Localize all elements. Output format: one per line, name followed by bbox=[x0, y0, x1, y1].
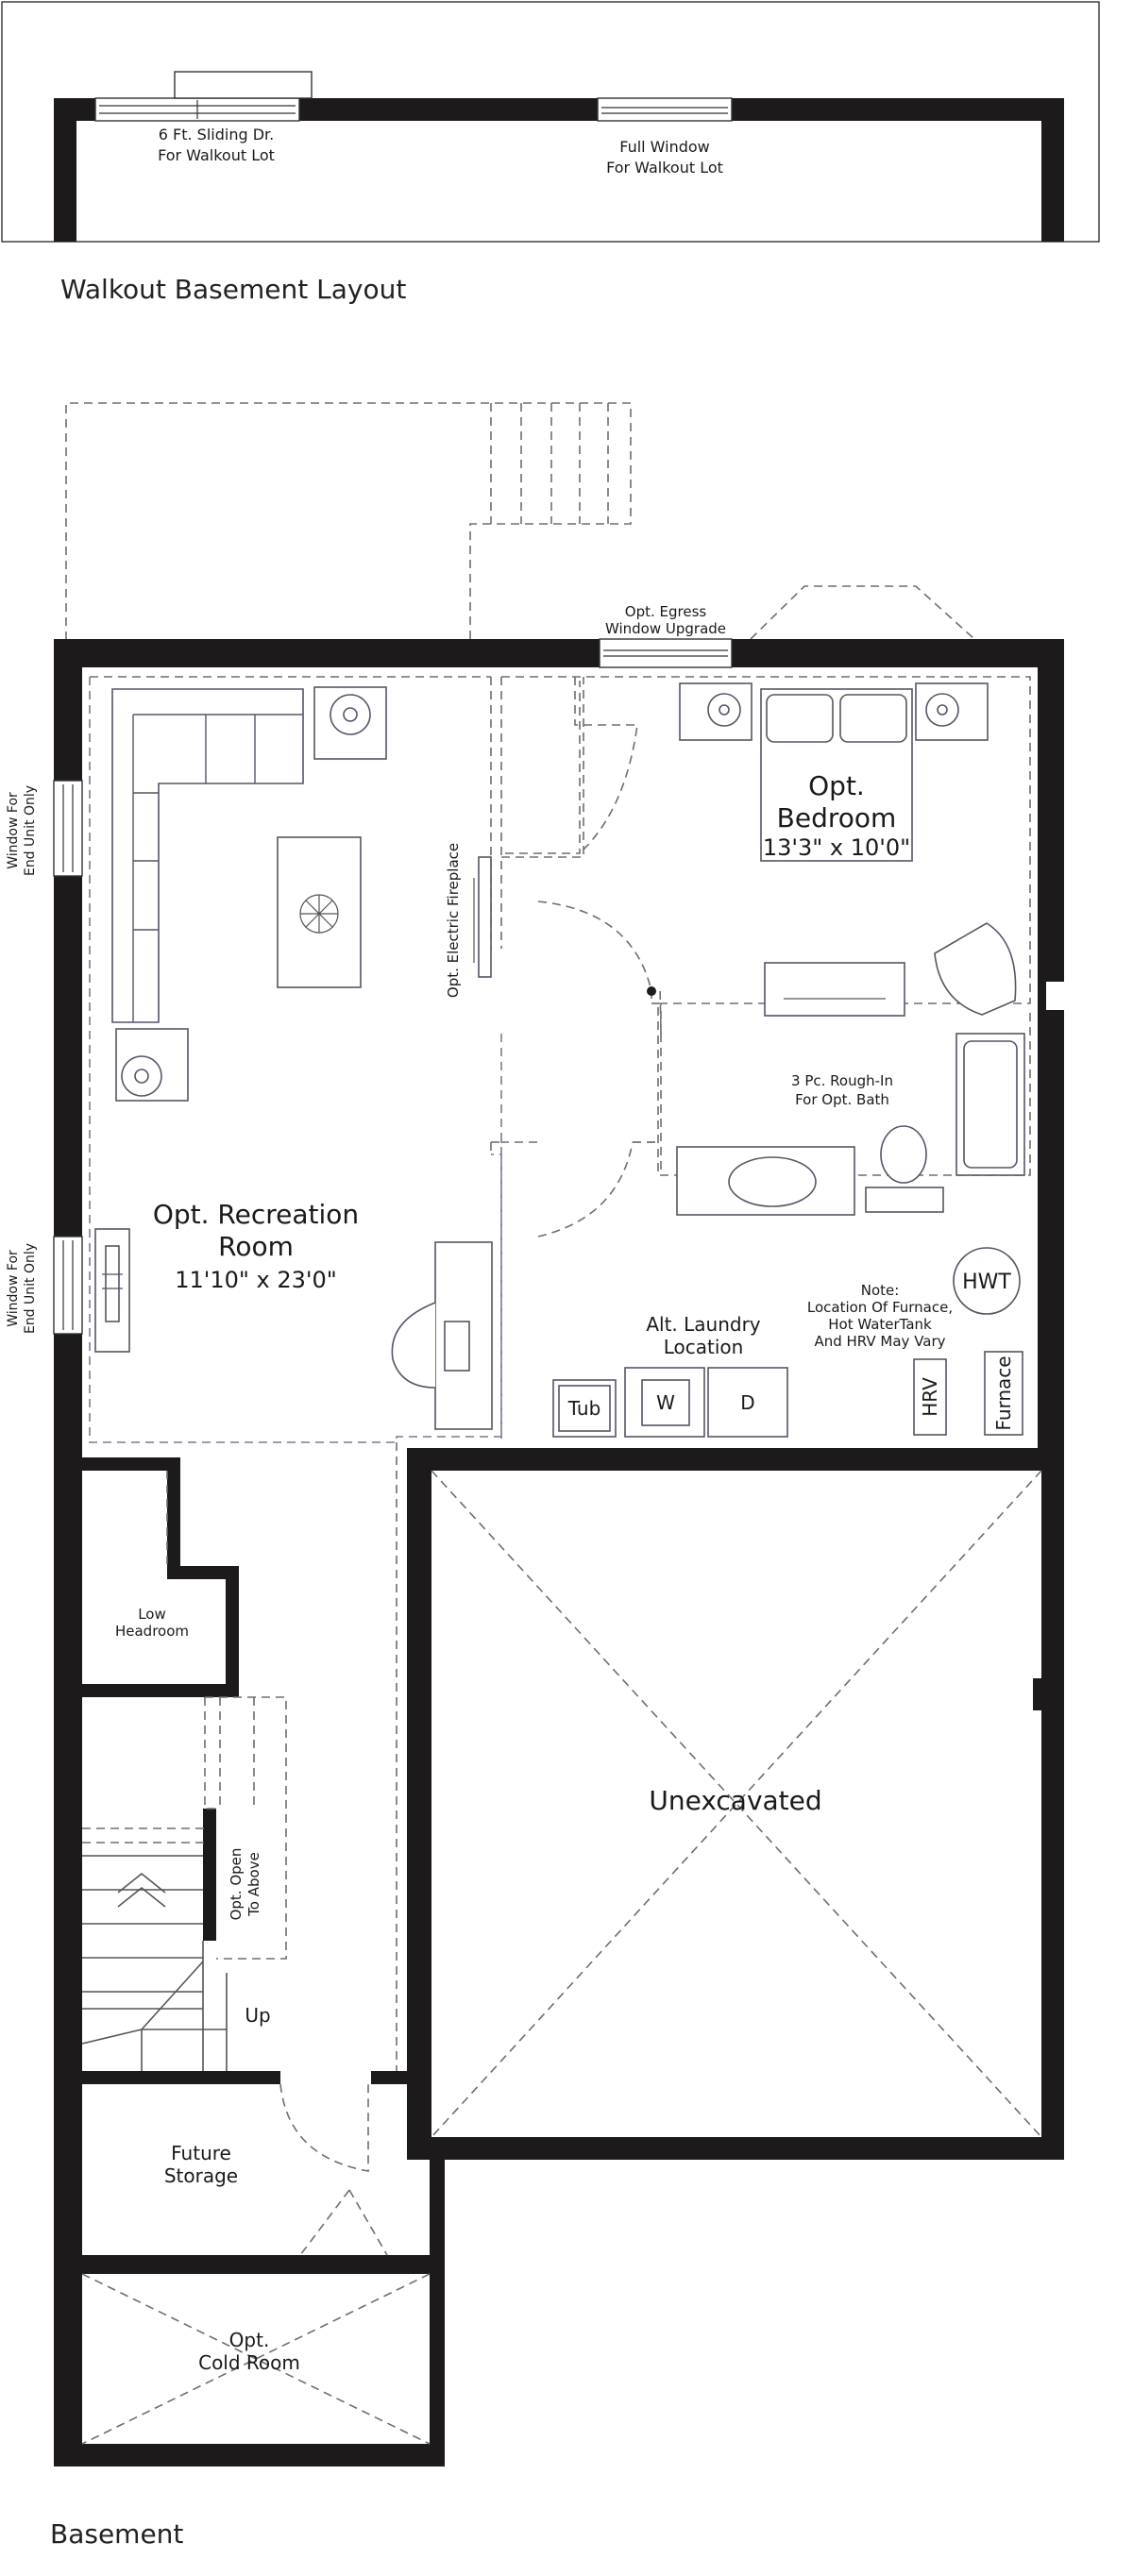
open-above-label-2: To Above bbox=[245, 1852, 262, 1917]
bedroom-size: 13'3" x 10'0" bbox=[763, 834, 910, 861]
furnace-unit bbox=[984, 1351, 1023, 1436]
walkout-frame bbox=[1, 1, 1100, 243]
basement-caption: Basement bbox=[50, 2518, 183, 2550]
dryer-label: D bbox=[740, 1391, 754, 1414]
walkout-caption: Walkout Basement Layout bbox=[60, 274, 406, 305]
storage-label-2: Storage bbox=[164, 2164, 238, 2187]
washer-label: W bbox=[656, 1391, 675, 1414]
mech-note-1: Note: bbox=[861, 1282, 900, 1299]
laundry-label-2: Location bbox=[664, 1336, 744, 1358]
toilet-bowl bbox=[880, 1125, 927, 1184]
stairs-up-label: Up bbox=[245, 2004, 270, 2027]
open-above-label-1: Opt. Open bbox=[228, 1848, 245, 1921]
walkout-wall-left bbox=[54, 98, 76, 242]
exterior-dashed bbox=[65, 402, 975, 640]
hwt-label: HWT bbox=[962, 1271, 1011, 1294]
dresser bbox=[764, 962, 905, 1017]
recreation-size: 11'10" x 23'0" bbox=[175, 1267, 337, 1293]
unexcavated-diagonals bbox=[431, 982, 1064, 2138]
low-headroom-label-1: Low bbox=[138, 1606, 166, 1623]
interior-dashed bbox=[82, 676, 1031, 2071]
unexcavated-label: Unexcavated bbox=[649, 1785, 821, 1816]
cold-room-label-1: Opt. bbox=[229, 2329, 270, 2351]
stairs bbox=[81, 1855, 228, 2071]
rec-room-furniture bbox=[94, 686, 493, 1430]
mech-note-3: Hot WaterTank bbox=[828, 1316, 932, 1333]
hwt-tank bbox=[953, 1247, 1021, 1315]
egress-note-1: Opt. Egress bbox=[625, 603, 707, 620]
sliding-door-label-1: 6 Ft. Sliding Dr. bbox=[159, 126, 274, 143]
end-unit-window-note-2a: Window For bbox=[6, 1250, 21, 1327]
labels: Opt. Egress Window Upgrade Window For En… bbox=[6, 603, 1015, 2374]
end-unit-window-note-1a: Window For bbox=[6, 792, 21, 869]
mech-note-2: Location Of Furnace, bbox=[807, 1299, 953, 1316]
bedroom-label-1: Opt. bbox=[808, 770, 865, 801]
walkout-inset: 6 Ft. Sliding Dr. For Walkout Lot Full W… bbox=[1, 1, 1100, 243]
windows bbox=[53, 638, 733, 1335]
furnace-label: Furnace bbox=[992, 1355, 1015, 1430]
door-stop bbox=[647, 986, 656, 996]
low-headroom-label-2: Headroom bbox=[115, 1623, 189, 1640]
toilet-tank bbox=[865, 1187, 944, 1213]
walkout-wall-right bbox=[1041, 98, 1064, 242]
armchair bbox=[934, 922, 1017, 1016]
recreation-label-2: Room bbox=[218, 1231, 294, 1262]
end-unit-window-2 bbox=[53, 1236, 83, 1335]
fireplace-note: Opt. Electric Fireplace bbox=[445, 843, 462, 998]
bedroom-label-2: Bedroom bbox=[777, 802, 897, 833]
rough-in-note-1: 3 Pc. Rough-In bbox=[791, 1072, 893, 1089]
walls bbox=[54, 639, 1064, 2467]
dryer bbox=[707, 1367, 788, 1438]
egress-note-2: Window Upgrade bbox=[605, 620, 726, 637]
laundry-label-1: Alt. Laundry bbox=[646, 1313, 760, 1336]
hrv-label: HRV bbox=[919, 1377, 941, 1417]
end-unit-window-note-2b: End Unit Only bbox=[23, 1243, 38, 1334]
door-swings bbox=[279, 724, 661, 2256]
full-window-label-2: For Walkout Lot bbox=[606, 159, 723, 177]
bedroom-furniture bbox=[552, 682, 1025, 1438]
sliding-door-deck bbox=[174, 71, 313, 99]
storage-label-1: Future bbox=[171, 2142, 231, 2164]
sectional-sofa bbox=[111, 688, 304, 1023]
sliding-door-label-2: For Walkout Lot bbox=[158, 146, 275, 164]
egress-window bbox=[599, 638, 733, 668]
rough-in-note-2: For Opt. Bath bbox=[795, 1091, 889, 1108]
end-unit-window-1 bbox=[53, 780, 83, 877]
hrv-unit bbox=[913, 1358, 947, 1436]
side-table-top bbox=[313, 686, 387, 760]
tub-label: Tub bbox=[567, 1397, 601, 1420]
electric-fireplace bbox=[478, 856, 492, 978]
mech-note-4: And HRV May Vary bbox=[814, 1333, 945, 1350]
full-window-label-1: Full Window bbox=[619, 138, 710, 156]
recreation-label-1: Opt. Recreation bbox=[153, 1199, 359, 1230]
end-unit-window-note-1b: End Unit Only bbox=[23, 785, 38, 876]
cold-room-label-2: Cold Room bbox=[198, 2351, 300, 2374]
cold-room-diagonals bbox=[81, 2273, 431, 2445]
full-window bbox=[597, 97, 733, 122]
